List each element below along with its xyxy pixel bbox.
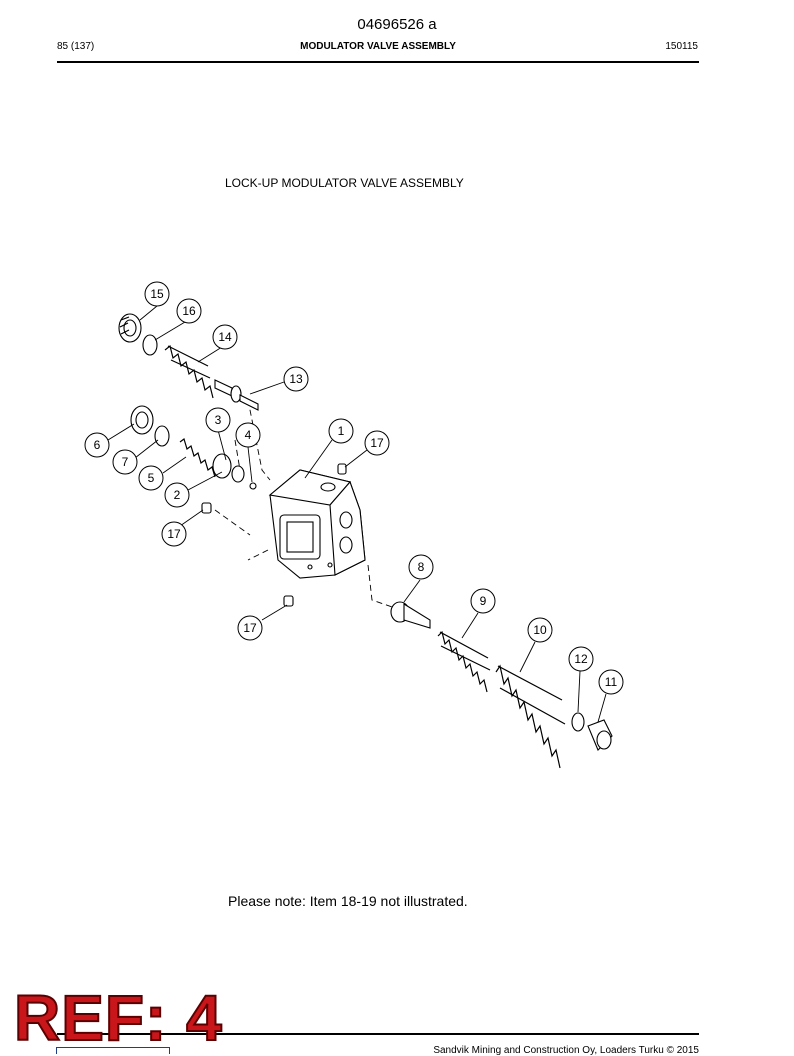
part-plug-17 <box>337 463 347 475</box>
assembly-line <box>247 399 271 481</box>
assembly-line <box>214 509 251 536</box>
page-number: 85 (137) <box>57 41 95 52</box>
part-washer-12 <box>571 712 585 732</box>
svg-text:10: 10 <box>533 623 547 637</box>
callout-15: 15 <box>144 281 170 307</box>
svg-text:14: 14 <box>218 330 232 344</box>
ref-stamp: REF: 4 <box>13 982 223 1054</box>
svg-text:8: 8 <box>418 560 425 574</box>
callout-6: 6 <box>84 432 110 458</box>
callout-12: 12 <box>568 646 594 672</box>
callout-13: 13 <box>283 366 309 392</box>
part-valve-8 <box>390 601 431 629</box>
callout-11: 11 <box>598 669 624 695</box>
part-piston-2 <box>212 453 245 483</box>
svg-text:12: 12 <box>574 652 588 666</box>
callout-8: 8 <box>408 554 434 580</box>
svg-text:17: 17 <box>370 436 384 450</box>
part-oring-7 <box>154 425 170 447</box>
part-plug-11 <box>587 719 613 751</box>
stamp-bar <box>56 1047 170 1054</box>
svg-text:6: 6 <box>94 438 101 452</box>
doc-number: 04696526 a <box>357 16 437 33</box>
footer-copyright: Sandvik Mining and Construction Oy, Load… <box>433 1045 699 1056</box>
footer-rule <box>57 1033 699 1035</box>
svg-text:15: 15 <box>150 287 164 301</box>
svg-text:13: 13 <box>289 372 303 386</box>
callout-5: 5 <box>138 465 164 491</box>
part-valve-body-1 <box>268 469 366 579</box>
assembly-line <box>234 439 241 471</box>
figure-title: LOCK-UP MODULATOR VALVE ASSEMBLY <box>225 176 464 190</box>
svg-text:4: 4 <box>245 428 252 442</box>
svg-text:17: 17 <box>243 621 257 635</box>
assembly-line <box>247 549 269 561</box>
callout-14: 14 <box>212 324 238 350</box>
part-ball-4 <box>249 482 257 490</box>
part-plug-17 <box>201 502 212 514</box>
svg-text:9: 9 <box>480 594 487 608</box>
callout-9: 9 <box>470 588 496 614</box>
illustration-note: Please note: Item 18-19 not illustrated. <box>228 893 468 909</box>
assembly-line <box>367 564 396 609</box>
part-spring-9 <box>437 630 491 693</box>
svg-text:1: 1 <box>338 424 345 438</box>
part-spring-10 <box>495 664 566 769</box>
callout-17: 17 <box>161 521 187 547</box>
header-rule <box>57 61 699 63</box>
callout-1: 1 <box>328 418 354 444</box>
date-code: 150115 <box>665 41 698 52</box>
part-spring-5 <box>179 438 216 478</box>
part-spool-13 <box>214 379 259 411</box>
svg-text:17: 17 <box>167 527 181 541</box>
part-plug-15 <box>118 313 142 343</box>
callout-17: 17 <box>237 615 263 641</box>
part-spring-14 <box>164 344 214 399</box>
callout-10: 10 <box>527 617 553 643</box>
svg-text:16: 16 <box>182 304 196 318</box>
callout-16: 16 <box>176 298 202 324</box>
callout-7: 7 <box>112 449 138 475</box>
section-title: MODULATOR VALVE ASSEMBLY <box>300 41 456 52</box>
callout-17: 17 <box>364 430 390 456</box>
exploded-view-diagram: 15 16 14 13 3 4 1 17 6 7 5 2 17 8 17 9 1… <box>84 281 624 769</box>
svg-text:11: 11 <box>605 675 618 689</box>
callout-2: 2 <box>164 482 190 508</box>
svg-text:5: 5 <box>148 471 155 485</box>
svg-text:3: 3 <box>215 413 222 427</box>
callout-4: 4 <box>235 422 261 448</box>
callout-3: 3 <box>205 407 231 433</box>
svg-text:2: 2 <box>174 488 181 502</box>
part-oring-16 <box>142 334 158 356</box>
part-plug-6 <box>130 405 154 435</box>
svg-text:7: 7 <box>122 455 129 469</box>
part-plug-17 <box>283 595 294 607</box>
